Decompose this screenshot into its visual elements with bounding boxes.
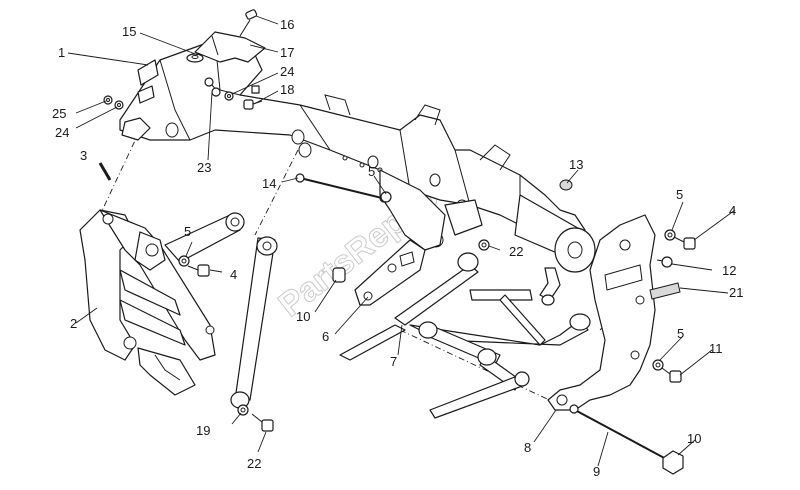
label-17: 17	[280, 45, 294, 60]
label-5-center: 5	[368, 164, 375, 179]
label-19: 19	[196, 423, 210, 438]
washer-5-right-bottom	[652, 359, 664, 371]
small-nut-top	[251, 85, 260, 94]
front-rod	[230, 236, 278, 409]
leader-lines	[67, 15, 736, 467]
bracket-6	[354, 239, 426, 306]
label-15: 15	[122, 24, 136, 39]
label-11: 11	[709, 341, 723, 356]
washer-5-center	[380, 191, 392, 203]
label-3: 3	[80, 148, 87, 163]
label-10-left: 10	[296, 309, 310, 324]
label-25: 25	[52, 106, 66, 121]
bolt-12	[656, 256, 673, 268]
label-20: 22	[509, 244, 523, 259]
label-4-right: 4	[729, 203, 736, 218]
washer-20	[478, 239, 490, 251]
long-bolt-9	[569, 404, 669, 461]
bushing-10-left	[332, 267, 346, 283]
bolt-11	[661, 367, 682, 383]
bolt-4-front	[187, 264, 210, 277]
link-arm-front	[134, 212, 245, 271]
plate-near-13	[444, 199, 483, 236]
nut-25	[103, 95, 113, 105]
label-6: 6	[322, 329, 329, 344]
bushing-15	[186, 53, 204, 63]
plate-21	[649, 282, 681, 300]
label-24-left: 24	[55, 125, 69, 140]
nut-10-right	[662, 450, 684, 475]
label-2: 2	[70, 316, 77, 331]
label-5-right-bottom: 5	[677, 326, 684, 341]
bolt-4-right	[673, 236, 696, 250]
label-10-right: 10	[687, 431, 701, 446]
bolt-16	[239, 9, 258, 37]
washer-5-front	[178, 255, 190, 267]
swingarm-7	[339, 252, 591, 419]
top-bracket-17	[194, 31, 266, 63]
pin-3	[98, 162, 112, 181]
label-16: 16	[280, 17, 294, 32]
label-12: 12	[722, 263, 736, 278]
label-24-right: 24	[280, 64, 294, 79]
label-1: 1	[58, 45, 65, 60]
label-13: 13	[569, 157, 583, 172]
front-subframe-2	[79, 209, 216, 396]
label-8: 8	[524, 440, 531, 455]
rear-plate-8	[547, 214, 656, 411]
washer-5-right-top	[664, 229, 676, 241]
label-5-right-top: 5	[676, 187, 683, 202]
spacer-1	[137, 59, 159, 104]
label-21: 21	[729, 285, 743, 300]
callout-labels: 1 15 16 17 24 18 25 24 3 23 14 5 13 22 5…	[52, 17, 743, 479]
label-18: 18	[280, 82, 294, 97]
label-7: 7	[390, 354, 397, 369]
label-22: 22	[247, 456, 261, 471]
bolt-22	[251, 413, 274, 432]
label-9: 9	[593, 464, 600, 479]
label-5-front: 5	[184, 224, 191, 239]
label-14: 14	[262, 176, 276, 191]
label-23: 23	[197, 160, 211, 175]
washer-19	[237, 404, 249, 416]
label-4-front: 4	[230, 267, 237, 282]
